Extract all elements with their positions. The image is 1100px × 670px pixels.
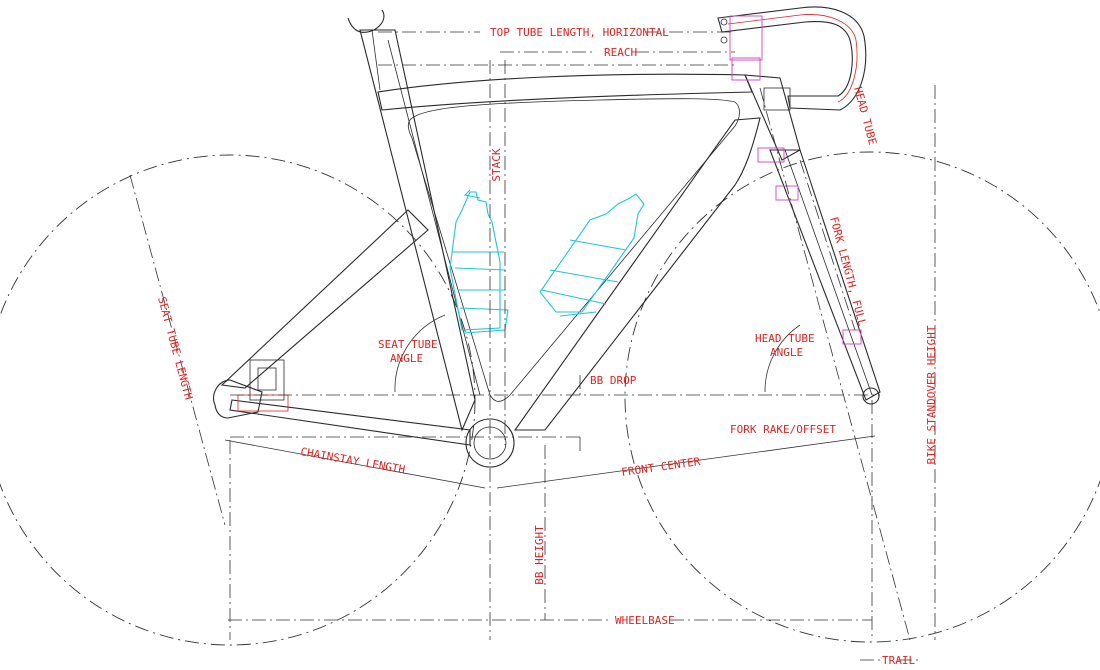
- seat-tube: [359, 29, 476, 432]
- front-triangle-inner: [407, 98, 740, 402]
- label-top-tube: TOP TUBE LENGTH, HORIZONTAL: [490, 26, 669, 39]
- label-head-tube-angle-1: HEAD TUBE: [755, 332, 815, 345]
- water-bottles: [449, 189, 645, 334]
- dimension-labels: TOP TUBE LENGTH, HORIZONTAL REACH STACK …: [155, 26, 938, 667]
- label-wheelbase: WHEELBASE: [615, 614, 675, 627]
- label-seat-tube-angle-1: SEAT TUBE: [378, 338, 438, 351]
- fork-center: [784, 149, 873, 396]
- down-tube: [513, 117, 761, 431]
- label-bb-drop: BB DROP: [590, 374, 637, 387]
- label-standover: BIKE STANDOVER HEIGHT: [925, 325, 938, 464]
- rear-dropout: [212, 379, 263, 419]
- label-head-tube-angle-2: ANGLE: [770, 346, 803, 359]
- fork: [769, 149, 881, 401]
- front-wheel: [624, 151, 1100, 643]
- top-tube: [377, 73, 753, 111]
- label-reach: REACH: [604, 46, 637, 59]
- front-hub: [862, 387, 880, 405]
- label-bb-height: BB HEIGHT: [533, 525, 546, 585]
- bottle-down-tube: [539, 193, 645, 317]
- label-seat-tube-length: SEAT TUBE LENGTH: [155, 295, 195, 401]
- seat-stay: [220, 209, 429, 389]
- label-fork-length: FORK LENGTH, FULL: [827, 215, 869, 327]
- seat-tube-edge: [387, 39, 481, 396]
- bike-frame: [212, 6, 881, 468]
- label-seat-tube-angle-2: ANGLE: [390, 352, 423, 365]
- bottle-seat-tube: [449, 189, 509, 334]
- label-fork-rake: FORK RAKE/OFFSET: [730, 423, 836, 436]
- label-chainstay: CHAINSTAY LENGTH: [299, 445, 406, 476]
- chain-stay: [229, 399, 471, 446]
- label-head-tube: HEAD TUBE: [851, 85, 879, 146]
- rear-wheel: [0, 154, 476, 646]
- bottom-bracket-outer: [465, 418, 515, 468]
- label-trail: TRAIL: [882, 654, 915, 667]
- dimension-lines: [129, 31, 936, 661]
- seat-post-line: [371, 29, 381, 91]
- handlebar-stem: [717, 6, 867, 345]
- seat-post: [347, 9, 385, 33]
- label-stack: STACK: [490, 148, 503, 181]
